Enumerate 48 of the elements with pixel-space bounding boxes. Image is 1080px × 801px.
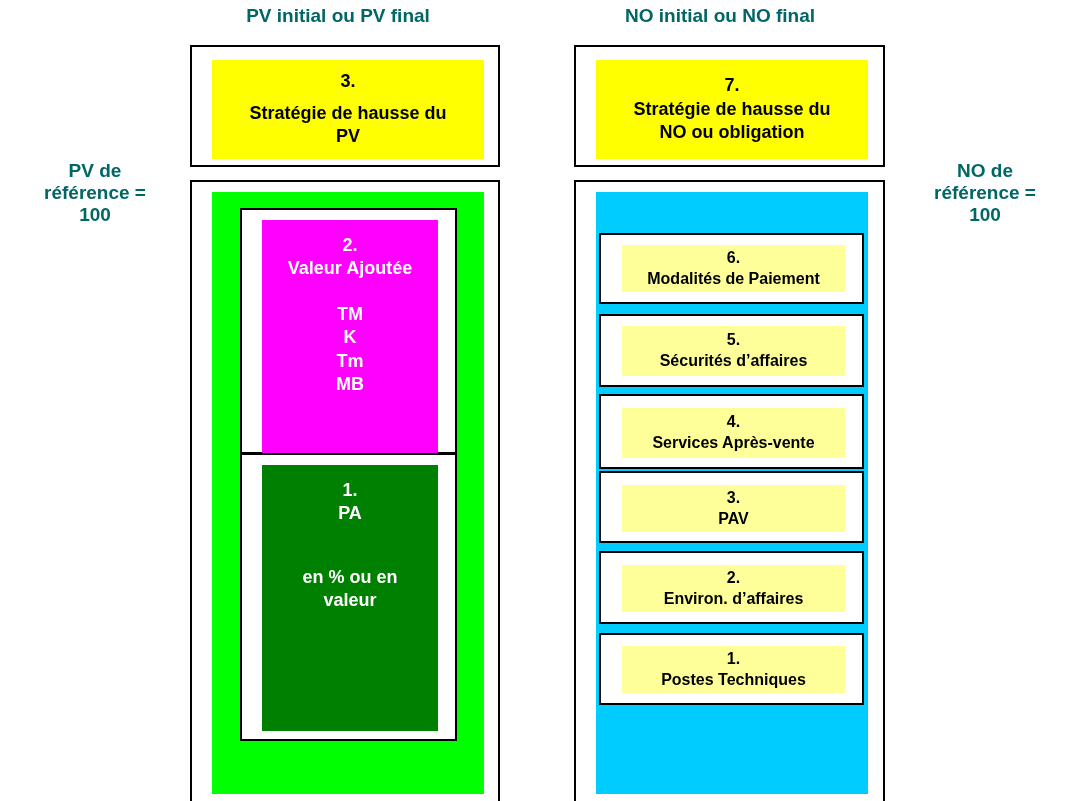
frame (599, 633, 864, 705)
panel-text: TM K Tm MB (335, 302, 365, 396)
frame (599, 551, 864, 624)
panel-text: 5. (726, 330, 741, 351)
panel-text: PAV (718, 508, 749, 529)
panel-text: 3. (726, 487, 741, 508)
text-panel (212, 60, 484, 159)
frame (574, 45, 885, 167)
text-panel (262, 465, 438, 731)
frame (599, 471, 864, 543)
panel-text: Stratégie de hausse du NO ou obligation (632, 97, 832, 145)
text-panel (622, 326, 845, 376)
text-panel (262, 220, 438, 455)
panel-text: Modalités de Paiement (647, 268, 820, 289)
frame (599, 394, 864, 469)
panel-text: PA (338, 502, 362, 526)
panel-text: Postes Techniques (661, 669, 806, 690)
text-panel (622, 245, 845, 292)
column-heading: NO initial ou NO final (624, 5, 816, 27)
panel-text: 4. (726, 412, 741, 433)
panel-text: 2. (342, 234, 358, 257)
panel-text: Valeur Ajoutée (287, 257, 413, 281)
frame (190, 45, 500, 167)
panel-text: 7. (723, 74, 741, 98)
panel-text: 6. (726, 247, 741, 268)
text-panel (596, 60, 868, 159)
column-heading: PV initial ou PV final (245, 5, 431, 27)
panel-text: 2. (726, 567, 741, 588)
frame (599, 314, 864, 387)
side-label: PV de référence = 100 (43, 160, 147, 226)
panel-text: 1. (726, 648, 741, 669)
text-panel (622, 485, 845, 532)
text-panel (622, 408, 845, 458)
panel-text: Environ. d’affaires (663, 588, 804, 609)
panel-text: 1. (342, 479, 358, 502)
frame (240, 208, 457, 454)
panel-text: en % ou en valeur (301, 565, 399, 613)
panel-text: 3. (339, 70, 357, 94)
colored-band (596, 192, 868, 794)
side-label: NO de référence = 100 (933, 160, 1037, 226)
panel-text: Sécurités d’affaires (659, 351, 808, 371)
text-panel (622, 646, 845, 693)
panel-text: Services Après-vente (652, 433, 815, 453)
text-panel (622, 565, 845, 612)
frame (240, 453, 457, 741)
panel-text: Stratégie de hausse du PV (248, 101, 448, 149)
frame (599, 233, 864, 304)
frame (574, 180, 885, 801)
